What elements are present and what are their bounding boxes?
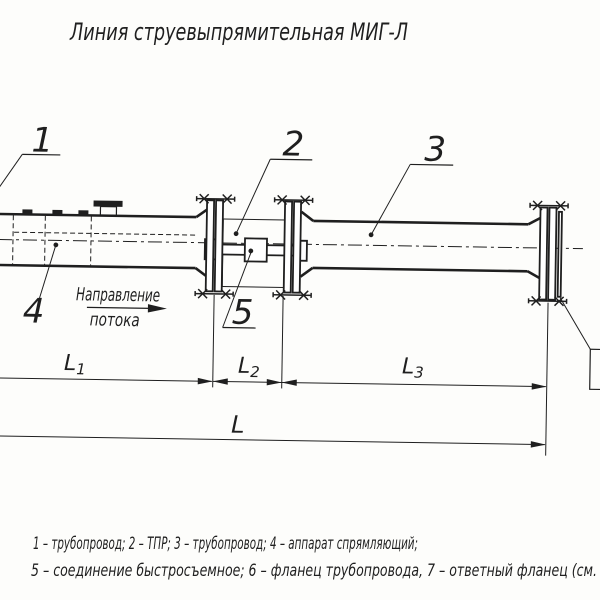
flow-direction-note: Направление потока: [76, 284, 167, 331]
dim-L1: L1: [0, 351, 213, 385]
callout-box: [589, 348, 600, 391]
extension-line: [545, 302, 549, 456]
extension-line: [212, 294, 215, 388]
flow-arrow-icon: [147, 304, 167, 313]
pipeline-assembly: Направление потока 1 2 3: [0, 120, 600, 456]
flange-pair-right: [272, 194, 314, 301]
dim-label-L1: L1: [64, 351, 86, 378]
item-number-5: 5: [232, 293, 254, 333]
extension-line: [281, 295, 284, 389]
callout-4: 4: [23, 242, 59, 332]
dim-L-total: L: [0, 411, 546, 448]
cone-transition: [194, 208, 209, 278]
arrowhead-icon: [531, 383, 547, 390]
item-number-3: 3: [424, 130, 446, 170]
legend-line-2: 5 – соединение быстросъемное; 6 – фланец…: [31, 561, 597, 581]
dimension-lines: L1 L2 L3 L: [0, 294, 549, 456]
flange-pair-left: [194, 193, 236, 300]
item-number-4: 4: [23, 291, 45, 331]
item-callouts: 1 2 3 4 5: [0, 120, 454, 333]
quick-release-coupling: [243, 237, 268, 263]
pipe-lug: [52, 209, 63, 215]
cone-transition: [299, 210, 315, 278]
flow-direction-line1: Направление: [76, 284, 160, 306]
dim-label-L: L: [231, 411, 245, 439]
dim-label-L2: L2: [238, 354, 260, 381]
cone-transition: [526, 216, 541, 280]
arrowhead-icon: [266, 379, 282, 386]
pipe-3: [299, 210, 541, 280]
item-number-2: 2: [282, 124, 304, 164]
pipe-nozzle-boss: [93, 200, 123, 217]
legend-line-1: 1 – трубопровод; 2 – ТПР; 3 – трубопрово…: [33, 534, 418, 554]
drawing-title: Линия струевыпрямительная МИГ-Л: [69, 18, 408, 46]
tpr-flowmeter-section: [194, 193, 314, 301]
callout-5: 5: [222, 248, 256, 333]
dim-L3: L3: [281, 354, 547, 390]
callout-1: 1: [0, 120, 61, 189]
parts-legend: 1 – трубопровод; 2 – ТПР; 3 – трубопрово…: [31, 534, 597, 581]
flow-direction-line2: потока: [90, 309, 140, 331]
item-number-1: 1: [31, 120, 53, 160]
end-flange-pair: [527, 200, 600, 391]
arrowhead-icon: [212, 378, 228, 385]
callout-leader-7: [559, 297, 591, 350]
pipe-1-straightener: [0, 200, 209, 278]
arrowhead-icon: [281, 379, 297, 386]
callout-3: 3: [368, 130, 454, 238]
pipe-centerline: [0, 238, 583, 250]
dim-L2: L2: [212, 354, 282, 386]
pipe-lug: [22, 209, 33, 215]
dim-label-L3: L3: [402, 354, 424, 381]
callout-2: 2: [233, 124, 313, 237]
arrowhead-icon: [530, 441, 546, 448]
arrowhead-icon: [197, 377, 213, 385]
pipe-lug: [78, 210, 89, 216]
